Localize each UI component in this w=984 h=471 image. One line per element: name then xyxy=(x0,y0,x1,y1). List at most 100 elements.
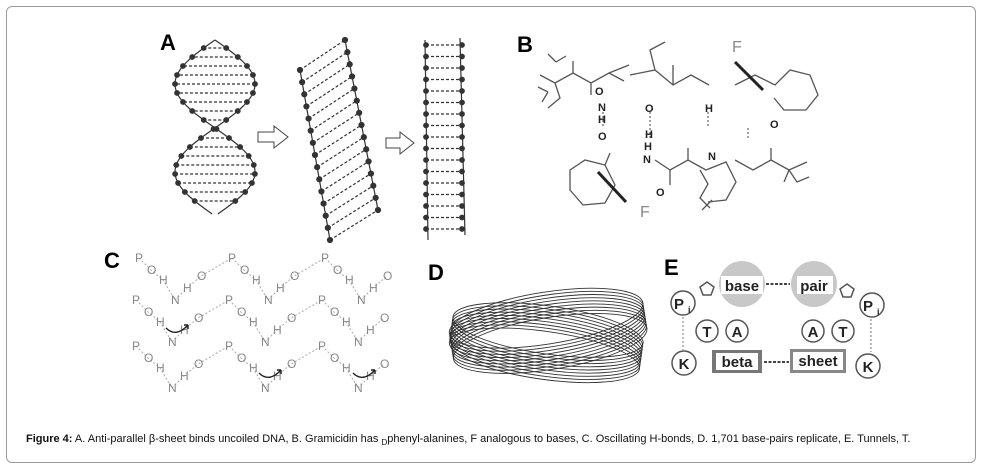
atom-label: H xyxy=(249,361,258,375)
atom-label: N xyxy=(598,102,606,114)
h-bond-chain xyxy=(135,299,230,343)
atom-label: N xyxy=(168,335,177,349)
pentagon-icon xyxy=(839,283,855,298)
dna-loop xyxy=(451,305,644,361)
svg-text:K: K xyxy=(679,356,690,373)
atom-label: H xyxy=(366,323,375,337)
svg-text:T: T xyxy=(838,324,847,341)
h-bond-chain xyxy=(135,345,230,389)
uncoiled-dna-ladder xyxy=(296,36,382,244)
atom-label: O xyxy=(598,131,607,143)
adenine-left: A xyxy=(725,319,749,343)
atom-label: H xyxy=(249,315,258,329)
atom-label: H xyxy=(366,369,375,383)
panel-e: E base pair P i P i T A A T K K beta xyxy=(664,255,885,379)
atom-label: P xyxy=(321,251,329,265)
atom-label: O xyxy=(147,263,156,277)
atom-label: O xyxy=(595,86,604,98)
caption-prefix: Figure 4: xyxy=(26,433,73,445)
hydrogen-bonds xyxy=(602,112,749,140)
svg-text:beta: beta xyxy=(722,354,754,371)
atom-label: H xyxy=(156,361,165,375)
svg-text:A: A xyxy=(732,324,743,341)
lysine-left: K xyxy=(671,350,697,376)
atom-label: H xyxy=(345,273,354,287)
atom-label: H xyxy=(180,323,189,337)
panel-c-label: C xyxy=(104,248,120,273)
atom-label: O xyxy=(290,269,299,283)
figure-caption: Figure 4: A. Anti-parallel β-sheet binds… xyxy=(26,432,976,450)
atom-label: N xyxy=(171,293,180,307)
oscillating-h-bond-chains: POHNHOPOHNHOPOHNHOPOHNHOPOHNHOPOHNHOPOHN… xyxy=(132,251,392,395)
dna-loop xyxy=(450,318,642,374)
svg-text:T: T xyxy=(702,324,711,341)
phenylalanine-label-top: F xyxy=(732,39,742,56)
atom-label: P xyxy=(225,293,233,307)
atom-label: P xyxy=(318,293,326,307)
thymine-left: T xyxy=(695,319,719,343)
atom-label: N xyxy=(354,335,363,349)
atom-label: O xyxy=(380,311,389,325)
atom-label: O xyxy=(237,351,246,365)
dna-loop xyxy=(450,297,645,358)
panel-b-label: B xyxy=(517,32,533,57)
figure-frame xyxy=(6,6,976,463)
h-bond-chain xyxy=(321,345,385,389)
panel-e-label: E xyxy=(664,255,679,280)
panel-a: A xyxy=(160,30,466,244)
sheet-box: sheet xyxy=(790,349,846,373)
atom-label: H xyxy=(159,273,168,287)
atom-label: P xyxy=(225,339,233,353)
dna-loop xyxy=(448,287,644,349)
atom-label: H xyxy=(645,129,653,141)
dna-loop xyxy=(452,309,647,371)
atom-label: O xyxy=(197,269,206,283)
atom-label: H xyxy=(252,273,261,287)
h-bond-chain xyxy=(228,299,323,343)
svg-text:P: P xyxy=(674,296,684,313)
atom-label: H xyxy=(183,281,192,295)
dna-double-helix xyxy=(172,39,258,215)
dna-loop xyxy=(451,303,646,365)
h-bond-chain xyxy=(138,257,233,301)
atom-label: O xyxy=(770,119,779,131)
thymine-right: T xyxy=(831,319,855,343)
atom-label: O xyxy=(194,311,203,325)
h-bond-chain xyxy=(324,257,388,301)
atom-label: O xyxy=(333,263,342,277)
dna-loop xyxy=(452,313,648,374)
atom-label: H xyxy=(705,103,713,115)
pentagon-icon xyxy=(699,281,715,296)
atom-label: H xyxy=(369,281,378,295)
atom-label: O xyxy=(330,305,339,319)
pair-text: pair xyxy=(800,278,828,295)
svg-text:i: i xyxy=(688,305,691,315)
atom-label: H xyxy=(342,315,351,329)
base-pair-replicate-loops xyxy=(448,287,648,384)
atom-label: P xyxy=(132,339,140,353)
atom-label: N xyxy=(354,381,363,395)
phosphate-right: P i xyxy=(859,292,885,318)
atom-label: P xyxy=(132,293,140,307)
atom-label: O xyxy=(656,187,665,199)
panel-c: C POHNHOPOHNHOPOHNHOPOHNHOPOHNHOPOHNHOPO… xyxy=(104,248,392,395)
oscillation-arrows xyxy=(165,324,376,378)
phenylalanine-label-bottom: F xyxy=(640,204,650,221)
atom-label: O xyxy=(240,263,249,277)
atom-label: O xyxy=(287,357,296,371)
atom-label: O xyxy=(645,103,654,115)
dna-loop xyxy=(451,311,643,368)
atom-label: P xyxy=(135,251,143,265)
atom-label: N xyxy=(264,293,273,307)
h-bond-chain xyxy=(231,257,326,301)
phosphate-left: P i xyxy=(670,290,696,316)
caption-part1: A. Anti-parallel β-sheet binds uncoiled … xyxy=(72,433,382,445)
atom-label: H xyxy=(276,281,285,295)
atom-label: N xyxy=(643,154,651,166)
atom-label: N xyxy=(168,381,177,395)
dna-loop xyxy=(449,321,641,377)
atom-label: H xyxy=(156,315,165,329)
atom-label: O xyxy=(383,269,392,283)
gramicidin-structure xyxy=(537,41,819,211)
